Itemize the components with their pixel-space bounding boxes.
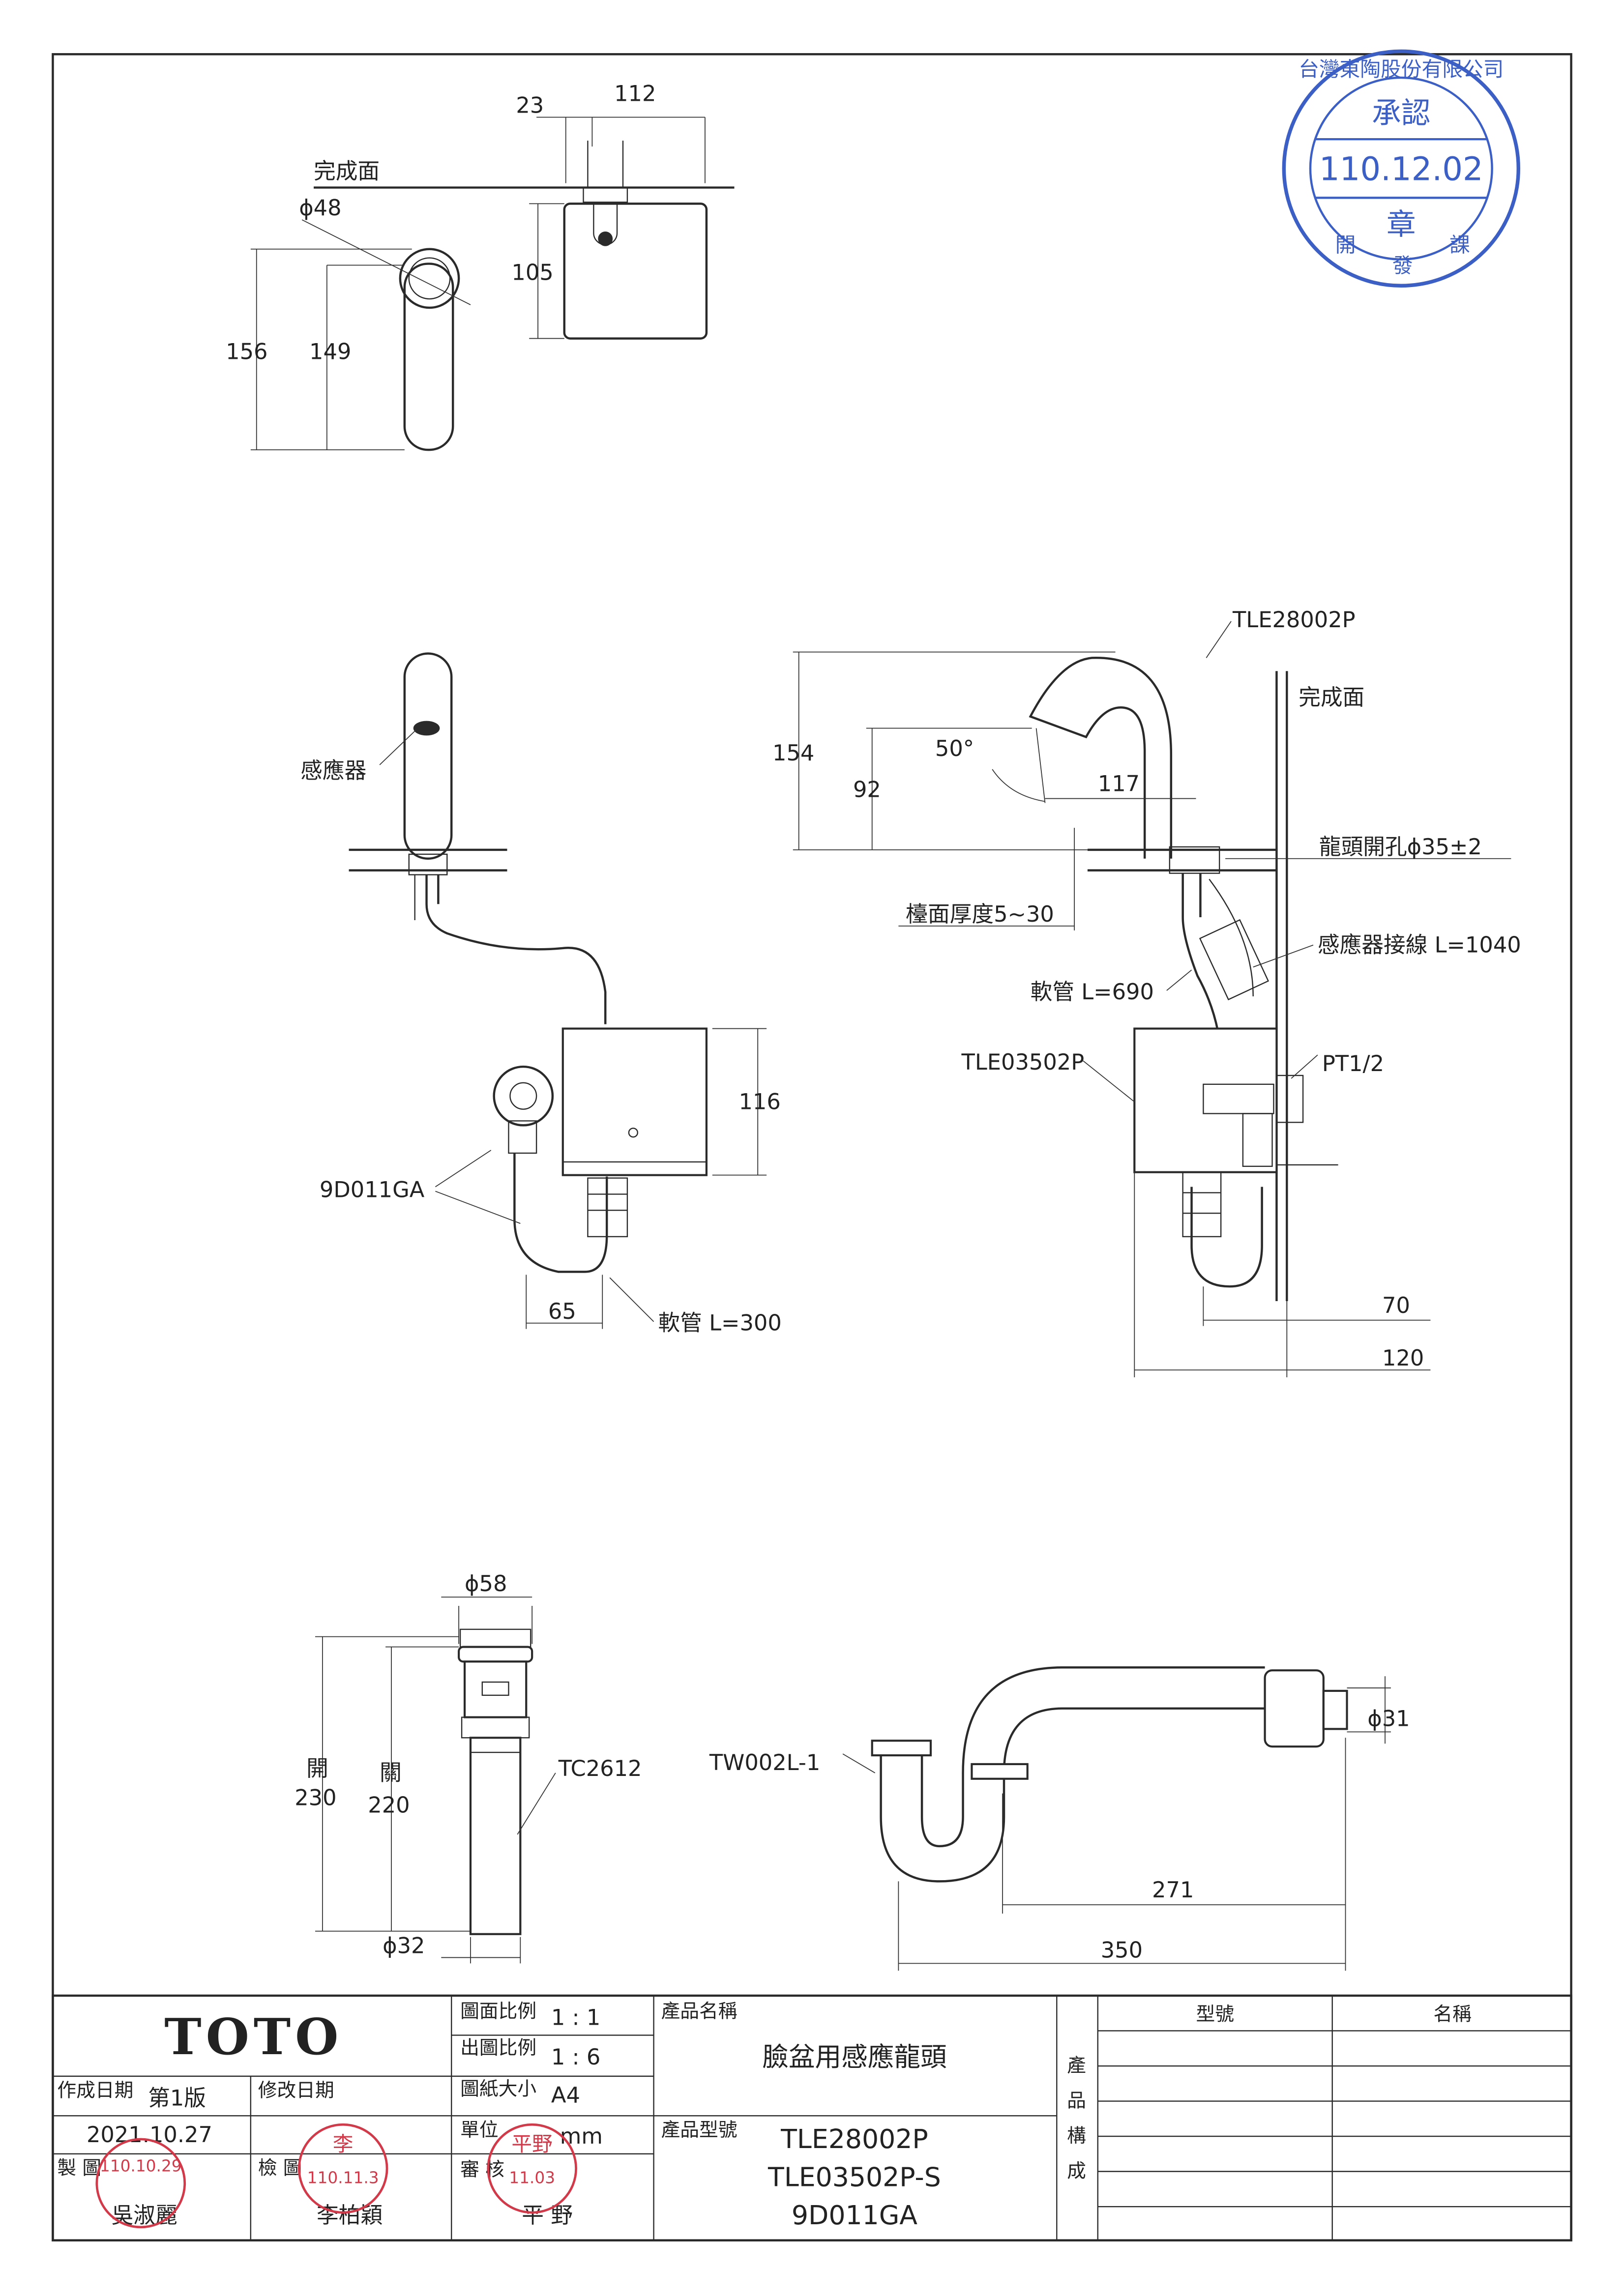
- dim-23: 23: [516, 92, 544, 118]
- reviewer-name: 平 野: [522, 2202, 573, 2228]
- paper-size-value: A4: [551, 2082, 580, 2108]
- title-block: TOTO 圖面比例 1 : 1 出圖比例 1 : 6 圖紙大小 A4 單位 mm…: [52, 1994, 1572, 2241]
- print-scale-value: 1 : 6: [551, 2044, 600, 2070]
- side-view: 完成面 TLE28002P 154 92 50° 117 龍頭開孔ϕ35±2 檯…: [772, 607, 1521, 1378]
- composition-char-3: 構: [1067, 2125, 1086, 2147]
- front-view: 感應器 116 9D011GA 65 軟管 L=300: [300, 652, 782, 1336]
- angle-50: 50°: [935, 735, 974, 761]
- dim-350: 350: [1101, 1937, 1143, 1963]
- approval-bottom-2: 發: [1392, 253, 1413, 277]
- trap-view: TW002L-1 ϕ31 271 350: [709, 1666, 1410, 1971]
- dim-116: 116: [738, 1089, 780, 1115]
- review-stamp: 平野 11.03: [487, 2123, 577, 2214]
- check-stamp-name: 李: [333, 2132, 354, 2156]
- unit-value: mm: [560, 2123, 603, 2149]
- dim-112: 112: [614, 81, 656, 107]
- phi32-label: ϕ32: [383, 1932, 425, 1958]
- pt-label: PT1/2: [1322, 1050, 1384, 1076]
- dim-271: 271: [1152, 1877, 1194, 1903]
- column-name: 名稱: [1433, 2004, 1472, 2026]
- dim-220: 220: [368, 1792, 410, 1818]
- dim-230: 230: [295, 1784, 336, 1810]
- side-model-label: TLE28002P: [1232, 607, 1356, 633]
- model-2: TLE03502P-S: [768, 2161, 941, 2192]
- composition-char-4: 成: [1067, 2160, 1086, 2182]
- finish-surface-label: 完成面: [314, 158, 380, 184]
- product-name: 臉盆用感應龍頭: [762, 2041, 946, 2072]
- product-name-label: 產品名稱: [661, 2001, 737, 2023]
- model-3: 9D011GA: [792, 2200, 917, 2231]
- box-model-label: TLE03502P: [961, 1049, 1085, 1075]
- toto-logo: TOTO: [164, 2007, 343, 2066]
- review-stamp-name: 平野: [511, 2132, 552, 2156]
- draw-label: 製 圖: [57, 2157, 101, 2180]
- unit-label: 單位: [460, 2119, 498, 2141]
- hose-300-label: 軟管 L=300: [658, 1310, 782, 1336]
- part-9d011ga-label: 9D011GA: [320, 1176, 425, 1202]
- top-view: 完成面 23 112 105 156 149 ϕ48: [226, 81, 735, 451]
- drain-view: ϕ58 開 230 關 220 TC2612 ϕ32: [295, 1570, 642, 1964]
- dim-92: 92: [853, 777, 881, 803]
- product-model-label: 產品型號: [661, 2119, 737, 2141]
- check-label: 檢 圖: [258, 2157, 302, 2180]
- draw-stamp: 110.10.29: [95, 2138, 186, 2229]
- dim-120: 120: [1382, 1345, 1424, 1371]
- checker-name: 李柏穎: [317, 2202, 383, 2228]
- review-stamp-date: 11.03: [509, 2168, 555, 2187]
- dim-65: 65: [548, 1298, 576, 1324]
- dim-70: 70: [1382, 1292, 1410, 1318]
- approval-text: 承認: [1372, 96, 1430, 130]
- hole-label: 龍頭開孔ϕ35±2: [1319, 834, 1482, 860]
- sensor-wire-label: 感應器接線 L=1040: [1318, 932, 1521, 958]
- phi31-label: ϕ31: [1367, 1705, 1410, 1731]
- model-1: TLE28002P: [780, 2123, 928, 2154]
- column-model: 型號: [1196, 2004, 1234, 2026]
- phi58-label: ϕ58: [465, 1570, 507, 1597]
- close-label: 關: [380, 1760, 402, 1786]
- approval-bottom-3: 課: [1449, 233, 1470, 257]
- counter-thickness-label: 檯面厚度5~30: [906, 901, 1054, 927]
- check-stamp: 李 110.11.3: [297, 2123, 388, 2214]
- composition-char-2: 品: [1067, 2090, 1086, 2112]
- approval-date: 110.12.02: [1319, 151, 1483, 188]
- print-scale-label: 出圖比例: [460, 2037, 536, 2059]
- dim-105: 105: [511, 259, 553, 285]
- composition-char-1: 產: [1067, 2055, 1086, 2077]
- draw-stamp-date: 110.10.29: [100, 2157, 182, 2176]
- scale-value: 1 : 1: [551, 2005, 600, 2031]
- hose-690-label: 軟管 L=690: [1031, 979, 1154, 1005]
- approval-stamp: 承認 110.12.02 章 台灣東陶股份有限公司 開 發 課: [1282, 49, 1520, 288]
- created-label: 作成日期: [57, 2080, 133, 2102]
- drawer-name: 吳淑麗: [112, 2202, 177, 2228]
- dim-117: 117: [1098, 771, 1140, 797]
- scale-label: 圖面比例: [460, 2001, 536, 2023]
- sensor-label: 感應器: [300, 757, 366, 784]
- side-finish-surface: 完成面: [1299, 684, 1364, 710]
- drain-model-label: TC2612: [558, 1755, 642, 1781]
- approval-ring-text: 台灣東陶股份有限公司: [1299, 57, 1504, 81]
- paper-size-label: 圖紙大小: [460, 2078, 536, 2100]
- phi48-label: ϕ48: [299, 195, 341, 221]
- approval-seal: 章: [1387, 208, 1416, 242]
- dim-154: 154: [772, 740, 814, 766]
- approval-bottom-1: 開: [1335, 233, 1356, 257]
- dim-149: 149: [309, 338, 351, 364]
- created-date: 2021.10.27: [87, 2122, 212, 2148]
- revised-label: 修改日期: [258, 2080, 334, 2102]
- review-label: 審 核: [460, 2159, 504, 2181]
- open-label: 開: [306, 1755, 328, 1781]
- check-stamp-date: 110.11.3: [307, 2168, 379, 2187]
- trap-model-label: TW002L-1: [709, 1749, 821, 1775]
- dim-156: 156: [226, 338, 267, 364]
- version-label: 第1版: [148, 2085, 206, 2111]
